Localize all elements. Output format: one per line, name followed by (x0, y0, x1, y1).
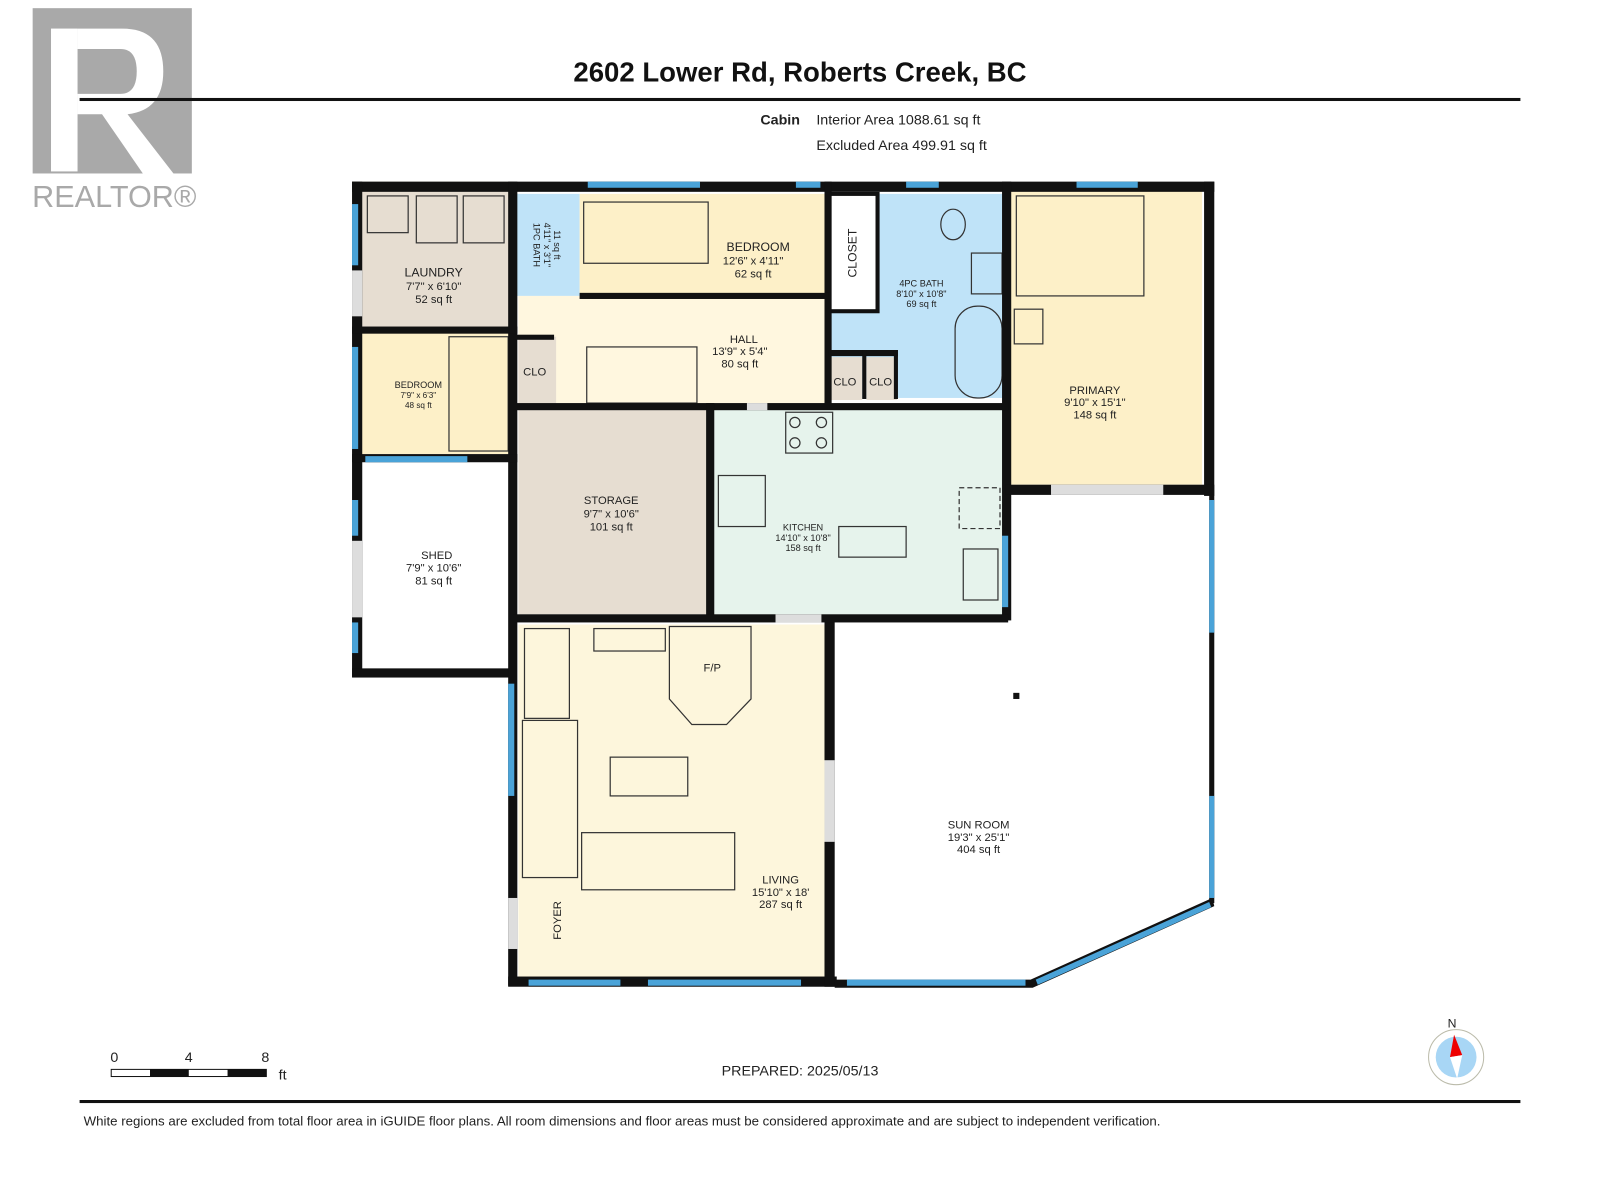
header-divider (79, 97, 1521, 102)
living-area: 287 sq ft (759, 899, 803, 911)
scale-tick-4: 4 (185, 1050, 193, 1066)
laundry-name: LAUNDRY (405, 266, 463, 280)
armchair (523, 627, 570, 719)
scale-unit: ft (279, 1068, 287, 1084)
room-sunroom (834, 494, 1213, 985)
interior-area: Interior Area 1088.61 sq ft (816, 112, 980, 128)
fireplace (668, 625, 752, 726)
laundry-area: 52 sq ft (415, 294, 453, 306)
kitchen-sink (962, 548, 999, 601)
kitchen-name: KITCHEN (783, 523, 823, 533)
bedroom-top-name: BEDROOM (727, 240, 790, 254)
storage-area: 101 sq ft (590, 522, 634, 534)
bath1-dims: 4'11" x 3'1" (542, 223, 552, 268)
doors (352, 270, 1164, 949)
level-label: Cabin (760, 112, 800, 128)
bath4-area: 69 sq ft (906, 299, 937, 309)
bath4-dims: 8'10" x 10'8" (896, 289, 946, 299)
room-bedroom-left (359, 331, 513, 455)
primary-bed (1015, 195, 1145, 297)
primary-name: PRIMARY (1069, 385, 1120, 397)
bath1-area: 11 sq ft (552, 230, 562, 260)
sunroom-area: 404 sq ft (957, 844, 1001, 856)
toilet (940, 208, 966, 241)
room-clo-left (518, 336, 557, 404)
sunroom-dims: 19'3" x 25'1" (948, 832, 1010, 844)
hall-area: 80 sq ft (721, 358, 759, 370)
compass-icon: N (1428, 1017, 1485, 1086)
scale-tick-0: 0 (110, 1050, 118, 1066)
bedroom-top-area: 62 sq ft (735, 269, 773, 281)
room-hall (518, 295, 825, 404)
room-bedroom-top (579, 193, 825, 296)
washer (415, 195, 458, 244)
primary-dims: 9'10" x 15'1" (1064, 397, 1126, 409)
dryer (462, 195, 505, 244)
room-kitchen (714, 408, 1003, 618)
coffee-table (609, 756, 689, 797)
room-living (518, 624, 827, 982)
room-bath1 (513, 193, 580, 296)
primary-area: 148 sq ft (1073, 409, 1117, 421)
shed-area: 81 sq ft (415, 576, 453, 588)
scale-tick-8: 8 (261, 1050, 269, 1066)
hall-name: HALL (730, 334, 758, 346)
prepared-date: PREPARED: 2025/05/13 (722, 1064, 879, 1080)
room-clo-a (828, 357, 863, 400)
kitchen-dims: 14'10" x 10'8" (775, 533, 830, 543)
windows (352, 181, 1215, 986)
bath4-name: 4PC BATH (899, 279, 943, 289)
kitchen-area: 158 sq ft (785, 543, 821, 553)
realtor-logo: REALTOR® (32, 8, 197, 214)
foyer-label: FOYER (552, 901, 564, 940)
sofa-left (521, 719, 579, 879)
living-dims: 15'10" x 18' (752, 887, 810, 899)
excluded-area: Excluded Area 499.91 sq ft (816, 138, 987, 154)
shed-name: SHED (421, 550, 452, 562)
room-closet (826, 191, 880, 314)
sofa (581, 832, 736, 891)
living-name: LIVING (762, 875, 799, 887)
clo-left-label: CLO (523, 367, 546, 379)
nightstand (1013, 308, 1044, 345)
dishwasher (958, 487, 1001, 530)
room-clo-b (866, 357, 897, 400)
sunroom-name: SUN ROOM (948, 820, 1010, 832)
room-primary (1010, 188, 1203, 485)
clo-b-label: CLO (869, 377, 892, 389)
clo-a-label: CLO (833, 377, 856, 389)
bedroom-left-name: BEDROOM (395, 380, 442, 390)
bath1-name: 1PC BATH (532, 223, 542, 267)
room-laundry (352, 181, 514, 330)
bed-top (583, 201, 709, 264)
bedroom-left-dims: 7'9" x 6'3" (401, 391, 437, 400)
compass-north-label: N (1448, 1017, 1457, 1031)
bedroom-left-area: 48 sq ft (405, 401, 432, 410)
stove (785, 411, 834, 454)
shed-dims: 7'9" x 10'6" (406, 562, 461, 574)
closet-label: CLOSET (845, 228, 859, 277)
hall-dims: 13'9" x 5'4" (712, 346, 767, 358)
room-shed (359, 461, 513, 674)
storage-dims: 9'7" x 10'6" (584, 508, 639, 520)
laundry-sink (366, 195, 409, 234)
page-title: 2602 Lower Rd, Roberts Creek, BC (573, 57, 1026, 88)
scale-bar: 0 4 8 ft (110, 1050, 286, 1083)
fridge (717, 474, 766, 528)
room-storage (518, 408, 708, 615)
laundry-dims: 7'7" x 6'10" (406, 281, 461, 293)
realtor-logo-text: REALTOR® (32, 180, 197, 214)
footer-disclaimer: White regions are excluded from total fl… (84, 1114, 1161, 1129)
room-fills (352, 181, 1213, 985)
room-labels: LAUNDRY 7'7" x 6'10" 52 sq ft 1PC BATH 4… (395, 223, 1126, 940)
kitchen-island (838, 525, 907, 558)
fireplace-label: F/P (704, 662, 721, 674)
storage-name: STORAGE (584, 495, 639, 507)
tv-stand (593, 627, 666, 652)
post (1013, 692, 1020, 699)
bedroom-top-dims: 12'6" x 4'11" (723, 255, 784, 267)
footer-divider (79, 1100, 1521, 1104)
